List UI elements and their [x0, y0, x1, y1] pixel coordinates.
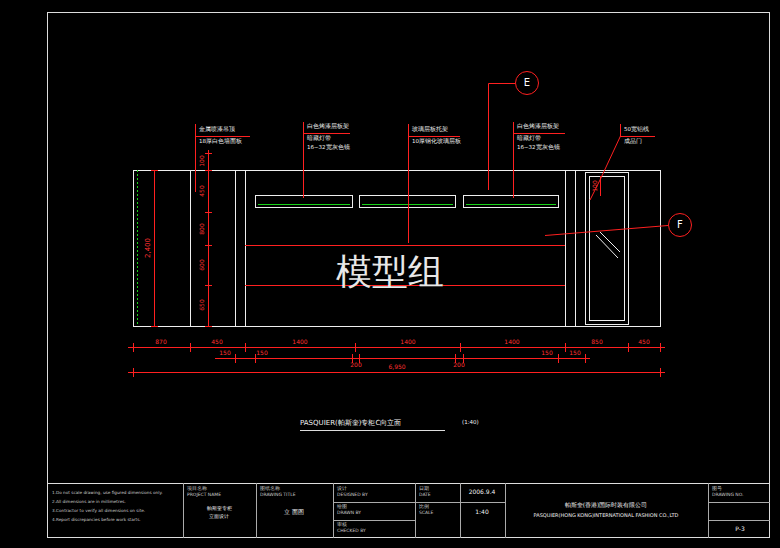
dimension: 850 [591, 339, 602, 345]
table-cell: DRAWING TITLE [260, 493, 295, 498]
callout-text: 成品门 [624, 139, 642, 145]
table-cell: 帕斯奎专柜 [207, 506, 232, 511]
callout-text: 16~32宽灰色镜 [517, 145, 560, 151]
table-cell: 绘图 [337, 505, 347, 510]
table-cell: DRAWN BY [337, 511, 361, 516]
dimension: 150 [219, 350, 230, 356]
dimension: 100 [199, 155, 205, 166]
table-cell: 2006.9.4 [469, 489, 496, 495]
callout-text: 玻璃层板托架 [412, 127, 448, 133]
dimension: 450 [199, 185, 205, 196]
dimension: 450 [211, 339, 222, 345]
section-letter: F [677, 220, 683, 230]
dimension: 1400 [400, 339, 415, 345]
dimension: 100 [592, 180, 598, 191]
table-cell: PROJECT NAME [187, 493, 221, 498]
company-name: 帕斯奎(香港)国际时装有限公司 [565, 502, 648, 508]
callout-text: 18厚白色墙面板 [199, 139, 242, 145]
dimension: 450 [638, 339, 649, 345]
scale-note: (1:40) [462, 420, 479, 426]
dimension: 600 [199, 259, 205, 270]
section-mark: F [668, 213, 692, 237]
table-cell: CHECKED BY [337, 529, 366, 534]
table-cell: 比例 [419, 505, 429, 510]
table-cell: DATE [419, 493, 431, 498]
sheet-note: 3.Contractor to verify all dimensions on… [52, 509, 145, 513]
dimension: 870 [155, 339, 166, 345]
dimension: 200 [350, 362, 361, 368]
table-cell: 项目名称 [187, 487, 207, 492]
dimension: 2,400 [145, 238, 152, 258]
table-cell: 立面设计 [209, 514, 229, 519]
dimension: 1400 [292, 339, 307, 345]
dimension: 150 [541, 350, 552, 356]
callout-text: 暗藏灯带 [307, 136, 331, 142]
watermark: 模型组 [336, 254, 444, 290]
sheet-note: 2.All dimensions are in millimetres. [52, 500, 126, 504]
table-cell: 图纸名称 [260, 487, 280, 492]
table-cell: 设计 [337, 487, 347, 492]
table-cell: 立 面图 [284, 509, 304, 515]
callout-text: 50宽铝线 [624, 127, 649, 133]
dimension: 150 [569, 350, 580, 356]
dimension: 150 [256, 350, 267, 356]
section-mark: E [515, 71, 539, 95]
dimension: 800 [199, 223, 205, 234]
callout-text: 金属喷漆吊顶 [199, 127, 235, 133]
callout-text: 白色烤漆层板架 [307, 124, 349, 130]
dimension: 200 [453, 362, 464, 368]
table-cell: SCALE [419, 511, 433, 516]
table-cell: DRAWING NO. [712, 493, 743, 498]
dimension: 650 [199, 299, 205, 310]
sheet-note: 1.Do not scale drawing, use figured dime… [52, 491, 163, 495]
drawing-title: PASQUIER(帕斯奎)专柜C向立面 [300, 420, 401, 427]
table-cell: 图号 [712, 487, 722, 492]
callout-text: 暗藏灯带 [517, 136, 541, 142]
table-cell: 审核 [337, 523, 347, 528]
dimension: 6,950 [388, 364, 405, 370]
table-cell: 1:40 [475, 509, 488, 515]
dimension: 1400 [504, 339, 519, 345]
table-cell: 日期 [419, 487, 429, 492]
callout-text: 10厚钢化玻璃层板 [412, 139, 461, 145]
table-cell: DESIGNED BY [337, 493, 368, 498]
company-name: PASQUIER(HONG KONG)INTERNATIONAL FASHION… [534, 513, 679, 518]
sheet-note: 4.Report discrepancies before work start… [52, 518, 141, 522]
callout-text: 白色烤漆层板架 [517, 124, 559, 130]
sheet-number: P-3 [735, 526, 744, 532]
section-letter: E [524, 78, 530, 88]
callout-text: 16~32宽灰色镜 [307, 145, 350, 151]
